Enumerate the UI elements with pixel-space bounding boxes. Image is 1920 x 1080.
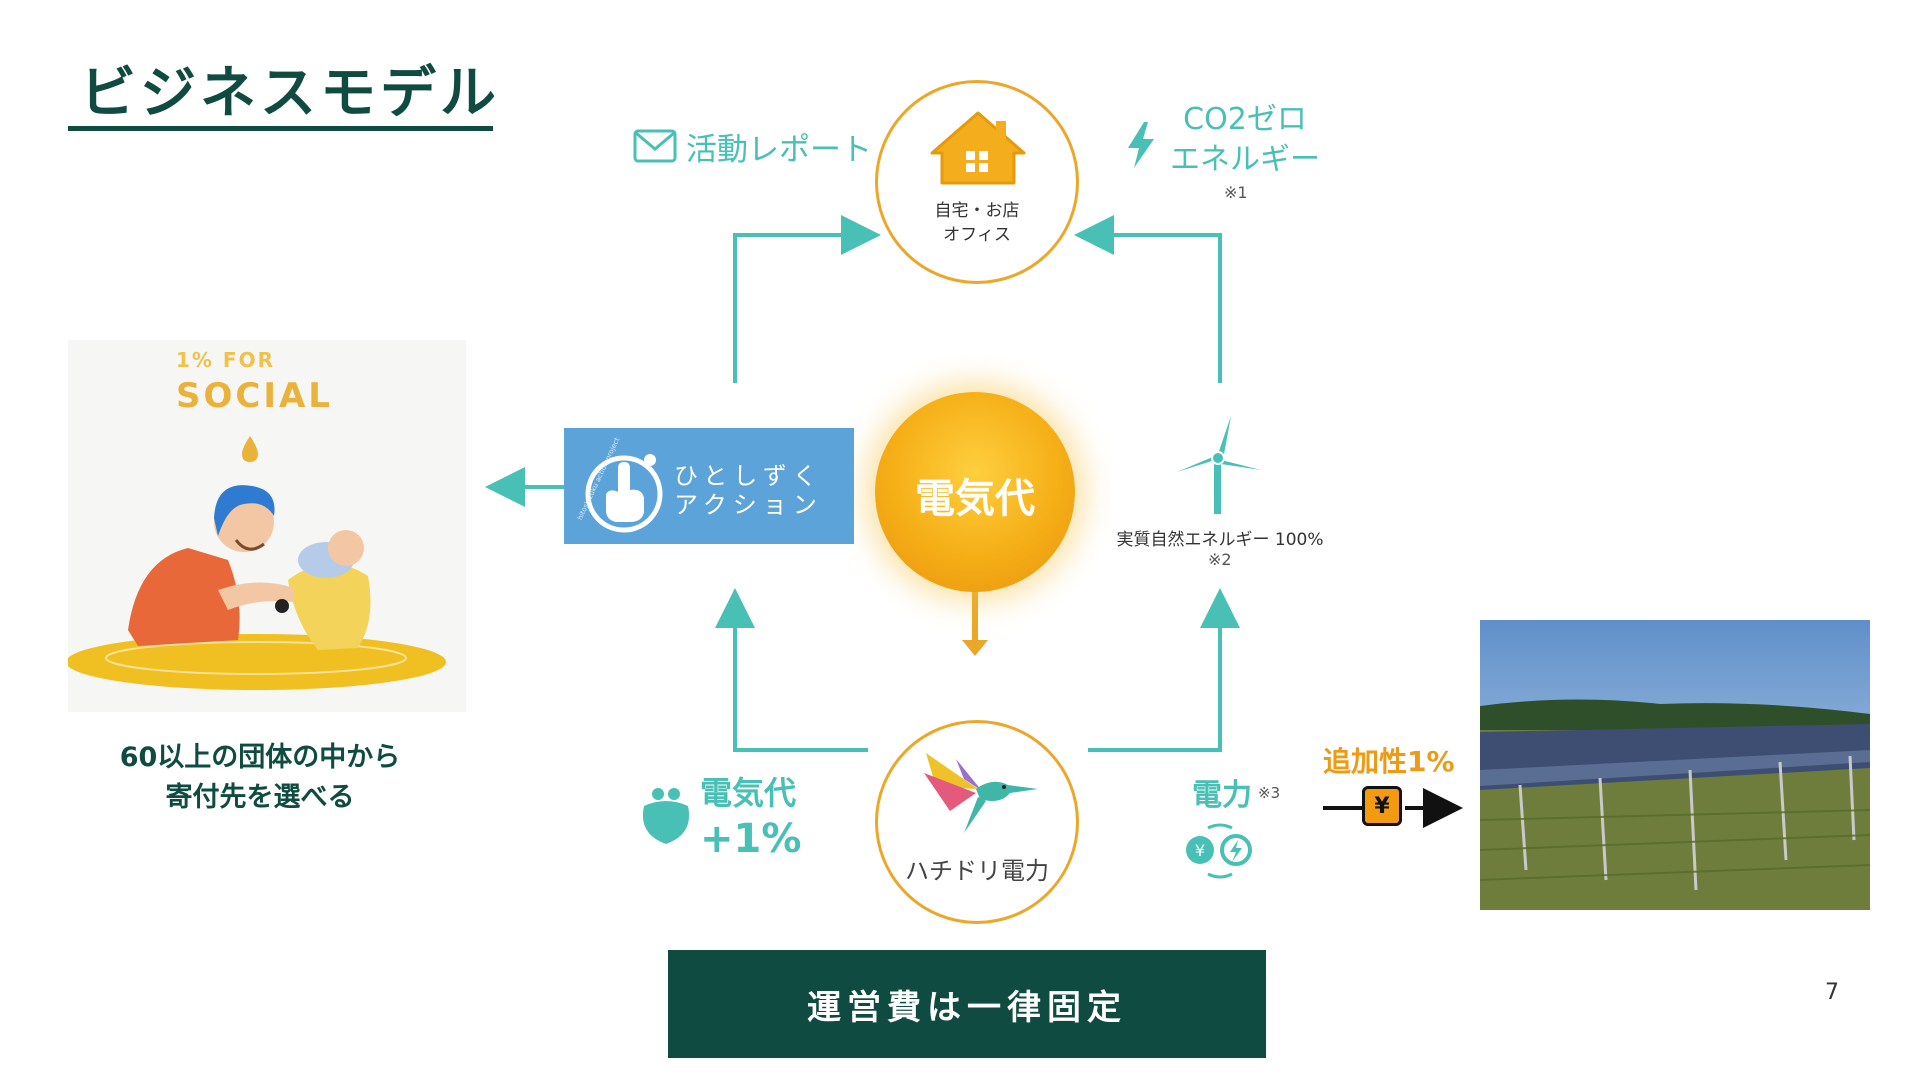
- fee-label: 電気代 +1%: [700, 770, 801, 862]
- home-label-line1: 自宅・お店: [934, 201, 1020, 221]
- house-icon: [930, 111, 1026, 185]
- coin-purse-icon: [642, 788, 690, 844]
- report-label: 活動レポート: [686, 132, 872, 168]
- co2-line2: エネルギー: [1170, 142, 1320, 177]
- renewable-label: 実質自然エネルギー 100%: [1116, 530, 1324, 550]
- title-underline: [68, 126, 493, 131]
- arrow-to-home-right: [1074, 215, 1222, 383]
- donation-illustration: [68, 436, 446, 690]
- hitoshizuku-line2: アクション: [674, 491, 823, 519]
- solar-farm-photo: [1480, 620, 1870, 910]
- lightning-icon: [1128, 122, 1154, 168]
- fee-line2: +1%: [700, 816, 802, 862]
- co2-label: CO2ゼロ エネルギー: [1150, 100, 1340, 180]
- mail-icon: [633, 129, 677, 163]
- social-card-small: 1% FOR: [176, 348, 275, 372]
- svg-text:¥: ¥: [1195, 841, 1205, 860]
- center-flow-arrowhead: [962, 640, 988, 656]
- power-note: ※3: [1258, 784, 1281, 802]
- finger-drop-icon: [585, 454, 663, 533]
- fee-line1: 電気代: [700, 774, 797, 812]
- social-card: 1% FOR SOCIAL: [68, 340, 466, 712]
- power-label: 電力: [1192, 778, 1252, 813]
- page-number: 7: [1825, 980, 1839, 1005]
- hachidori-label: ハチドリ電力: [905, 857, 1049, 885]
- electricity-fee-node: [875, 392, 1075, 592]
- wind-turbine-icon: [1177, 416, 1261, 514]
- hummingbird-icon: [924, 753, 1038, 833]
- electricity-fee-label: 電気代: [915, 476, 1035, 522]
- home-node: 自宅・お店 オフィス: [875, 80, 1079, 284]
- fixed-cost-banner: 運営費は一律固定: [668, 950, 1266, 1058]
- home-label: 自宅・お店 オフィス: [878, 199, 1076, 247]
- hitoshizuku-label: ひとしずく アクション: [674, 462, 823, 520]
- renewable-note: ※2: [1208, 550, 1232, 569]
- donation-line2: 寄付先を選べる: [165, 782, 355, 813]
- hachidori-node: ハチドリ電力: [875, 720, 1079, 924]
- donation-line1: 60以上の団体の中から: [119, 742, 401, 773]
- exchange-icon: ¥: [1186, 823, 1252, 879]
- co2-line1: CO2ゼロ: [1183, 102, 1307, 137]
- yen-badge: ¥: [1362, 786, 1402, 826]
- hitoshizuku-action-card: ひとしずく アクション hitoshizuku action project: [564, 428, 854, 544]
- donation-caption: 60以上の団体の中から 寄付先を選べる: [60, 738, 460, 818]
- arrow-to-home-left: [733, 215, 881, 383]
- co2-note: ※1: [1224, 183, 1248, 202]
- page-title: ビジネスモデル: [80, 61, 500, 126]
- home-label-line2: オフィス: [943, 225, 1011, 245]
- arrow-up-left: [715, 588, 868, 752]
- social-card-big: SOCIAL: [176, 376, 333, 416]
- additionality-label: 追加性1%: [1323, 745, 1455, 778]
- arrow-up-right: [1088, 588, 1240, 752]
- hitoshizuku-line1: ひとしずく: [674, 462, 823, 490]
